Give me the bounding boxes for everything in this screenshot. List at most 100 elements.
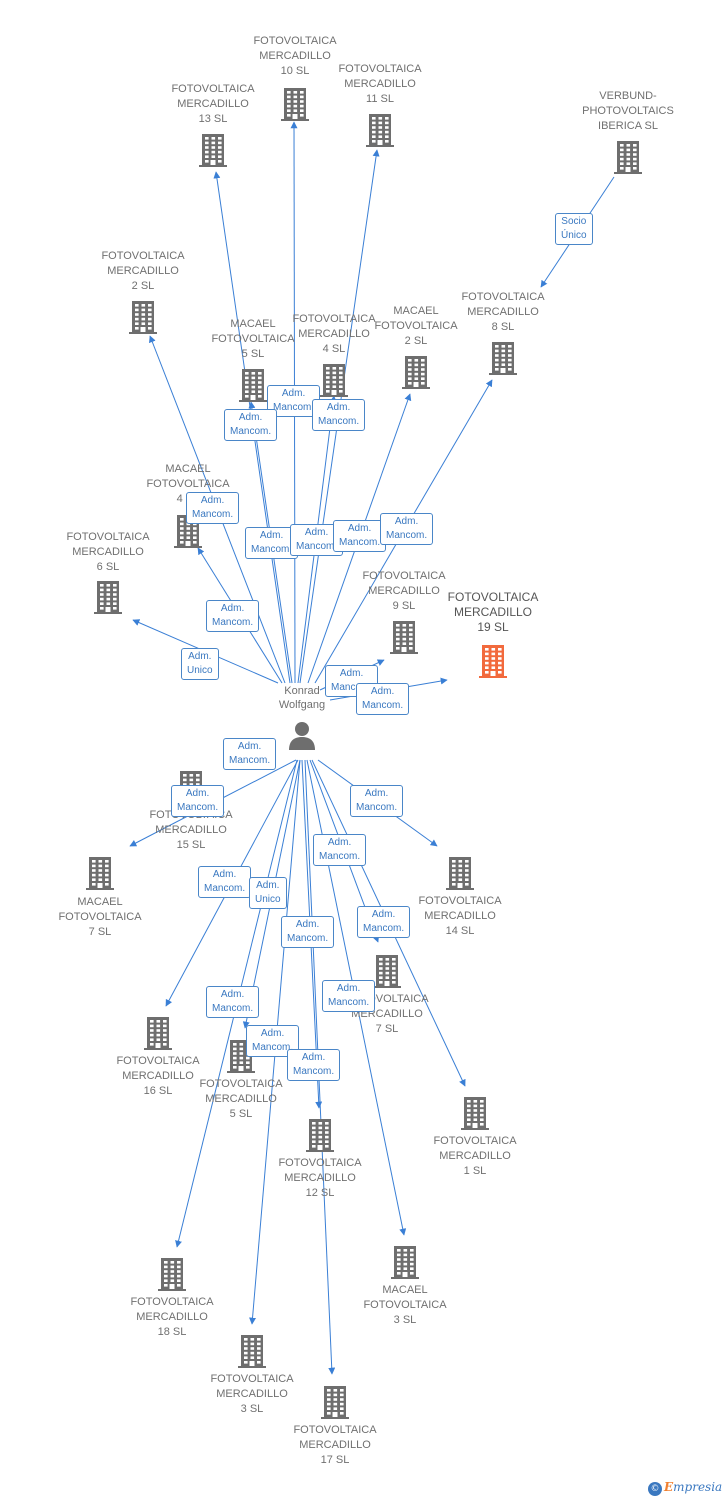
adm-mancom-badge[interactable]: Adm.Mancom.: [356, 683, 410, 715]
building-icon: [238, 1335, 266, 1368]
adm-mancom-badge[interactable]: Adm. Mancom.: [322, 980, 376, 1012]
company-node-fm3[interactable]: [238, 1334, 266, 1368]
badge-text: Mancom.: [273, 402, 315, 413]
badge-text: Adm.: [185, 788, 210, 799]
company-node-fm17[interactable]: [321, 1385, 349, 1419]
adm-mancom-badge[interactable]: Adm.Mancom.: [313, 834, 367, 866]
adm-mancom-badge[interactable]: Adm. Mancom.: [171, 785, 225, 817]
company-node-macael5[interactable]: [239, 368, 267, 402]
company-label-line: MACAEL: [230, 318, 276, 330]
adm-mancom-badge[interactable]: Adm.Mancom.: [224, 409, 278, 441]
company-node-fm2[interactable]: [129, 300, 157, 334]
building-icon: [390, 621, 418, 654]
adm-mancom-badge[interactable]: Adm.Mancom.: [206, 600, 260, 632]
company-label-line: MERCADILLO: [107, 265, 179, 277]
company-label-line: MERCADILLO: [177, 98, 249, 110]
company-node-fm4[interactable]: [320, 363, 348, 397]
company-node-fm7[interactable]: [373, 954, 401, 988]
company-node-macael3[interactable]: [391, 1245, 419, 1279]
company-label-line: FOTOVOLTAICA: [253, 35, 337, 47]
company-label-line: FOTOVOLTAICA: [199, 1078, 283, 1090]
company-node-fm14[interactable]: [446, 856, 474, 890]
badge-text: Adm.: [188, 651, 212, 662]
company-node-verbund[interactable]: [614, 140, 642, 174]
adm-mancom-badge[interactable]: Adm.Mancom.: [357, 906, 411, 938]
company-node-fm8[interactable]: [489, 341, 517, 375]
badge-text: Adm.: [336, 983, 361, 994]
building-icon: [306, 1119, 334, 1152]
company-node-fm1[interactable]: [461, 1096, 489, 1130]
building-icon: [366, 114, 394, 147]
company-node-macael7[interactable]: [86, 856, 114, 890]
company-node-fm6[interactable]: [94, 580, 122, 614]
company-node-fm10[interactable]: [281, 87, 309, 121]
company-node-fm11[interactable]: [366, 113, 394, 147]
adm-mancom-badge[interactable]: Adm.Mancom.: [186, 492, 240, 524]
badge-text: Mancom.: [328, 997, 370, 1008]
building-icon: [281, 88, 309, 121]
badge-text: Mancom.: [362, 700, 404, 711]
empresia-logo[interactable]: ©Empresia: [648, 1480, 722, 1496]
adm-mancom-badge[interactable]: Adm.Mancom.: [206, 986, 260, 1018]
adm-mancom-badge[interactable]: Adm.Mancom.: [287, 1049, 341, 1081]
building-icon: [479, 645, 507, 678]
person-node[interactable]: Konrad Wolfgang: [262, 684, 342, 750]
company-label-line: MERCADILLO: [439, 1150, 511, 1162]
adm-mancom-badge[interactable]: Adm.Mancom.: [246, 1025, 300, 1057]
adm-unico-badge[interactable]: Adm.Unico: [181, 648, 219, 680]
adm-unico-badge[interactable]: Adm.Unico: [249, 877, 287, 909]
badge-text: Adm.: [238, 412, 263, 423]
company-label-line: MERCADILLO: [453, 605, 533, 619]
badge-text: Único: [561, 230, 587, 241]
company-node-fm19[interactable]: [479, 644, 507, 678]
badge-text: Mancom.: [177, 802, 219, 813]
company-node-fm13[interactable]: [199, 133, 227, 167]
adm-mancom-badge[interactable]: Adm.Mancom.: [380, 513, 434, 545]
adm-mancom-badge[interactable]: Adm.Mancom.: [223, 738, 277, 770]
company-label-line: 2 SL: [131, 280, 155, 292]
badge-text: Mancom.: [251, 544, 293, 555]
company-node-fm16[interactable]: [144, 1016, 172, 1050]
badge-text: Mancom.: [252, 1042, 294, 1053]
adm-mancom-badge[interactable]: Adm.Mancom.: [350, 785, 404, 817]
company-node-fm12[interactable]: [306, 1118, 334, 1152]
adm-mancom-badge[interactable]: Adm.Mancom.: [333, 520, 387, 552]
company-label-line: MERCADILLO: [155, 824, 227, 836]
adm-mancom-badge[interactable]: Adm.Mancom.: [312, 399, 366, 431]
adm-mancom-badge[interactable]: Adm.Mancom.: [281, 916, 335, 948]
badge-text: Adm.: [237, 741, 262, 752]
company-label-line: 17 SL: [320, 1454, 350, 1466]
company-label-line: FOTOVOLTAICA: [418, 895, 502, 907]
adm-mancom-badge[interactable]: Adm.Mancom.: [325, 665, 379, 697]
building-icon: [199, 134, 227, 167]
company-label-line: MERCADILLO: [284, 1172, 356, 1184]
company-node-macael2[interactable]: [402, 355, 430, 389]
building-icon: [373, 955, 401, 988]
company-node-fm18[interactable]: [158, 1257, 186, 1291]
company-node-fm9[interactable]: [390, 620, 418, 654]
adm-mancom-badge[interactable]: Adm.Mancom.: [198, 866, 252, 898]
